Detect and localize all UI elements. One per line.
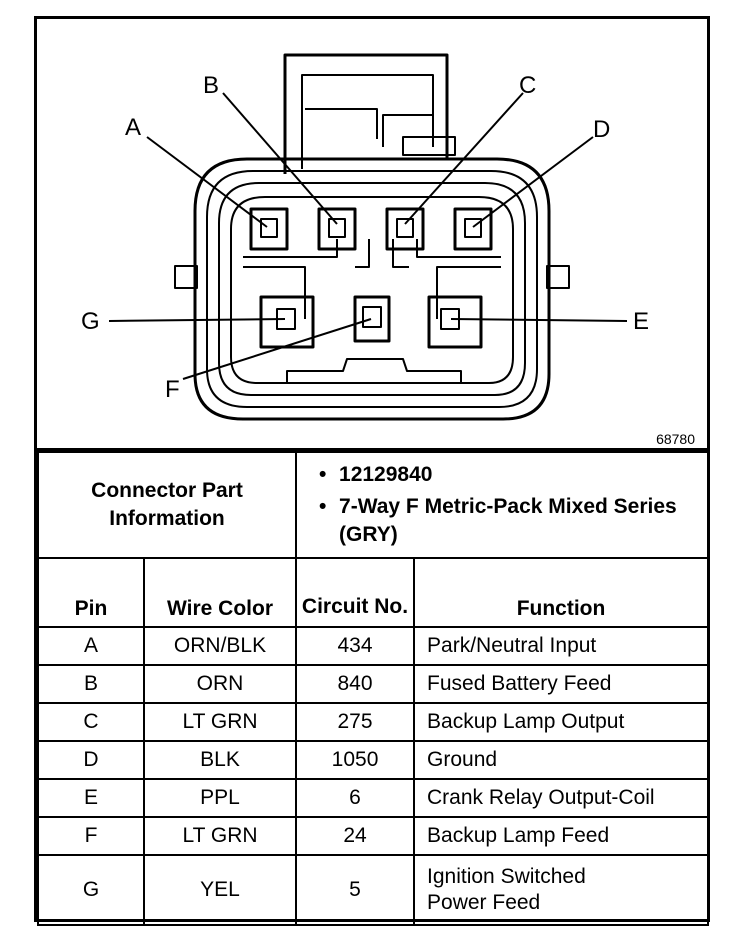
header-circuit: Circuit No. [295, 557, 416, 628]
leader-b [222, 92, 338, 225]
leader-f [182, 318, 372, 380]
right-tab [546, 265, 570, 289]
cavity-g [259, 295, 315, 349]
connector-info-label: Connector Part Information [36, 451, 298, 559]
cell-wire-color: ORN/BLK [142, 626, 298, 666]
header-pin: Pin [37, 557, 145, 628]
connector-drawing: A B C D E F G [81, 53, 649, 421]
cell-pin: C [37, 702, 145, 742]
cell-function: Backup Lamp Output [413, 702, 710, 742]
figure-id: 68780 [656, 431, 695, 447]
table-row: E PPL 6 Crank Relay Output-Coil [37, 778, 710, 818]
cell-pin: D [37, 740, 145, 780]
cell-pin: A [37, 626, 145, 666]
cell-function: Crank Relay Output-Coil [413, 778, 710, 818]
header-function: Function [413, 557, 710, 628]
table-row: C LT GRN 275 Backup Lamp Output [37, 702, 710, 742]
table-row: G YEL 5 Ignition Switched Power Feed [37, 854, 710, 926]
cavity-f [353, 295, 391, 343]
cell-circuit: 434 [295, 626, 416, 666]
cell-circuit: 5 [295, 854, 416, 926]
table-row: A ORN/BLK 434 Park/Neutral Input [37, 626, 710, 666]
cell-pin: G [37, 854, 145, 926]
pin-label-g: G [81, 308, 100, 335]
cell-circuit: 6 [295, 778, 416, 818]
leader-g [108, 318, 286, 322]
table-row: F LT GRN 24 Backup Lamp Feed [37, 816, 710, 856]
cell-function: Fused Battery Feed [413, 664, 710, 704]
cell-function: Backup Lamp Feed [413, 816, 710, 856]
cell-function: Ignition Switched Power Feed [413, 854, 710, 926]
left-tab [174, 265, 198, 289]
leader-e [450, 318, 628, 322]
connector-info-row: Connector Part Information 12129840 7-Wa… [36, 451, 710, 559]
cavity-c [385, 207, 425, 251]
table-row: D BLK 1050 Ground [37, 740, 710, 780]
cell-wire-color: ORN [142, 664, 298, 704]
table-row: B ORN 840 Fused Battery Feed [37, 664, 710, 704]
cell-wire-color: LT GRN [142, 816, 298, 856]
cell-circuit: 840 [295, 664, 416, 704]
cell-pin: B [37, 664, 145, 704]
cell-pin: E [37, 778, 145, 818]
leader-d [472, 136, 594, 228]
connector-table: Connector Part Information 12129840 7-Wa… [36, 451, 710, 926]
connector-latch [283, 53, 449, 174]
connector-diagram: A B C D E F G 68780 [37, 19, 707, 451]
pin-label-b: B [203, 72, 219, 99]
pin-label-c: C [519, 72, 536, 99]
connector-part-number: 12129840 [319, 461, 699, 489]
connector-info-list: 12129840 7-Way F Metric-Pack Mixed Serie… [295, 451, 710, 559]
cell-wire-color: BLK [142, 740, 298, 780]
cell-function: Ground [413, 740, 710, 780]
cell-function: Park/Neutral Input [413, 626, 710, 666]
pin-label-e: E [633, 308, 649, 335]
pin-label-f: F [165, 376, 180, 403]
cell-wire-color: PPL [142, 778, 298, 818]
cavity-e [427, 295, 483, 349]
connector-frame: A B C D E F G 68780 Connector Part Infor… [34, 16, 710, 926]
connector-description: 7-Way F Metric-Pack Mixed Series (GRY) [319, 493, 699, 549]
header-wire-color: Wire Color [142, 557, 298, 628]
cavity-a [249, 207, 289, 251]
cell-wire-color: YEL [142, 854, 298, 926]
pin-label-d: D [593, 116, 610, 143]
cavity-d [453, 207, 493, 251]
leader-c [404, 92, 524, 225]
table-header-row: Pin Wire Color Circuit No. Function [37, 557, 710, 628]
cell-circuit: 1050 [295, 740, 416, 780]
cavity-b [317, 207, 357, 251]
connector-shell-outer [193, 157, 551, 421]
cell-pin: F [37, 816, 145, 856]
cell-circuit: 275 [295, 702, 416, 742]
cell-circuit: 24 [295, 816, 416, 856]
pin-label-a: A [125, 114, 141, 141]
leader-a [146, 136, 268, 228]
cell-wire-color: LT GRN [142, 702, 298, 742]
